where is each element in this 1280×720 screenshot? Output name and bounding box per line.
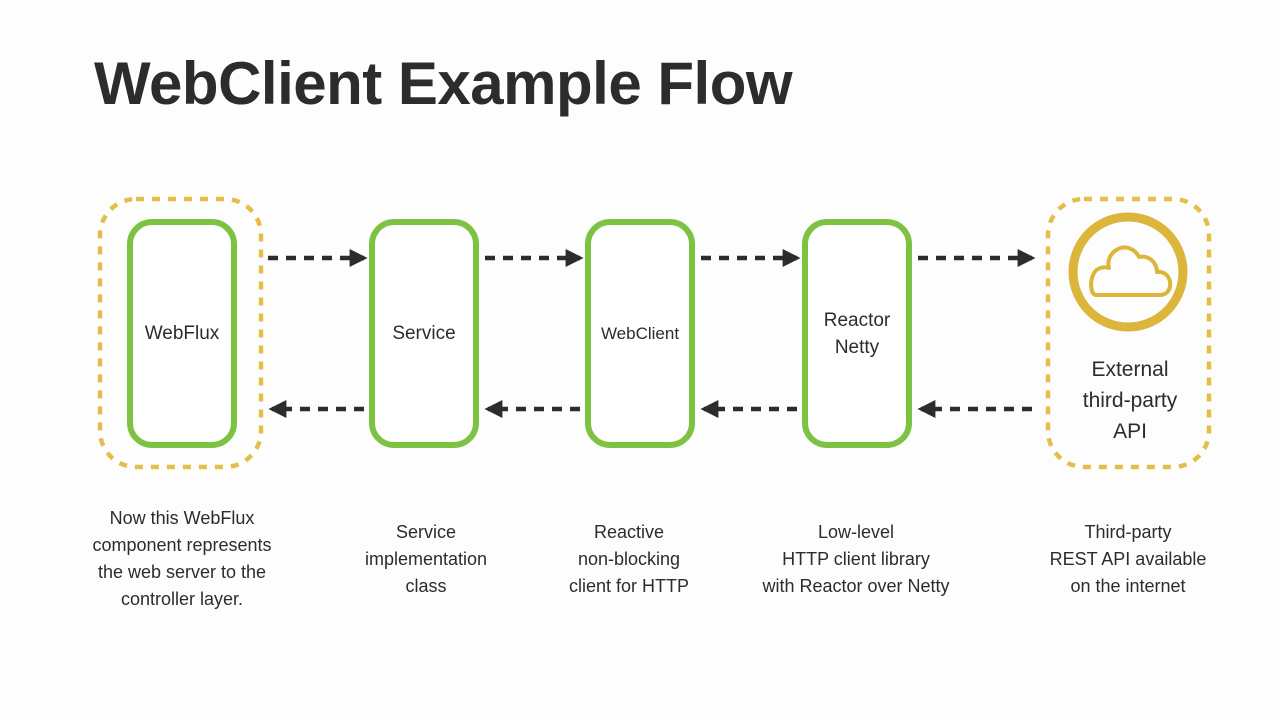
page-title: WebClient Example Flow: [94, 50, 793, 117]
webflux-caption: Now this WebFlux component represents th…: [92, 508, 272, 609]
webflux-box: [127, 219, 237, 448]
webflux-label: WebFlux: [144, 323, 220, 344]
external-api-label: External third-party API: [1082, 358, 1178, 443]
reactor-netty-caption: Low-level HTTP client library with React…: [762, 522, 950, 596]
webclient-label: WebClient: [600, 324, 680, 343]
cloud-icon: [1068, 212, 1188, 332]
webclient-caption: Reactive non-blocking client for HTTP: [568, 522, 690, 596]
external-api-outline: [1045, 196, 1212, 470]
service-caption: Service implementation class: [364, 522, 488, 596]
service-box: [369, 219, 479, 448]
external-api-caption: Third-party REST API available on the in…: [1049, 522, 1207, 596]
webflux-highlight-outline: [97, 196, 264, 470]
reactor-netty-box: [802, 219, 912, 448]
service-label: Service: [392, 323, 456, 344]
webclient-box: [585, 219, 695, 448]
reactor-netty-label: Reactor Netty: [823, 309, 891, 358]
